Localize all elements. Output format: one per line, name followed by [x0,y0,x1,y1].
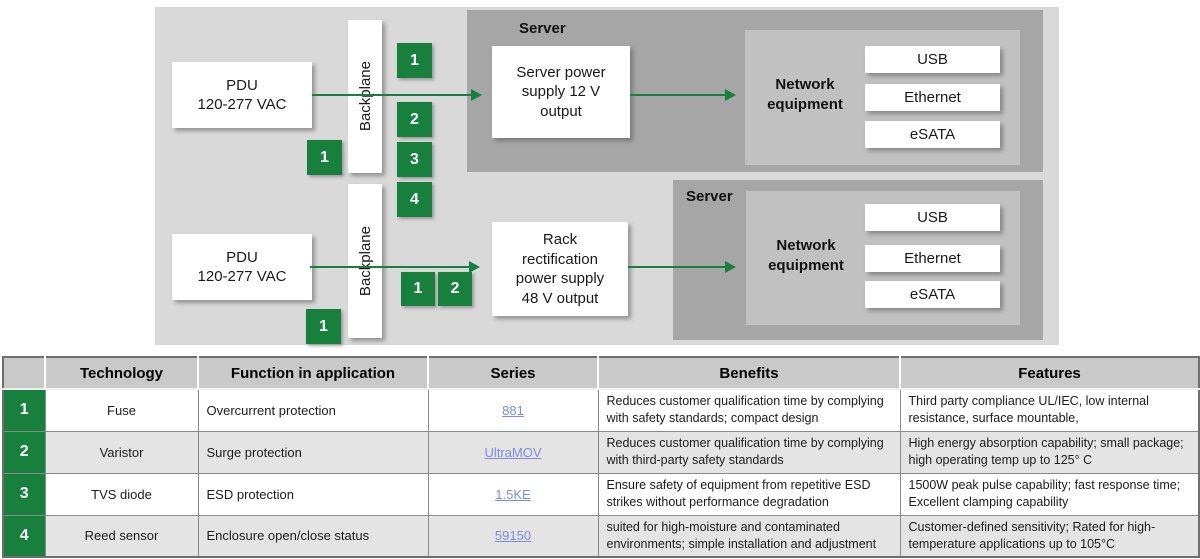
technology-cell: Fuse [44,388,199,432]
technology-cell: Varistor [44,430,199,474]
component-marker-3: 3 [397,142,432,177]
table-row: 3 TVS diode ESD protection 1.5KE Ensure … [2,472,1200,516]
column-header-function: Function in application [197,357,428,390]
diagram-panel: Server Network equipment USB Ethernet eS… [155,7,1059,345]
function-cell: ESD protection [197,472,429,516]
flow-arrow-supply-to-network-1 [630,89,736,101]
row-number: 4 [2,514,46,558]
series-link-15ke[interactable]: 1.5KE [495,486,531,502]
series-link-881[interactable]: 881 [502,402,524,418]
power-supply-box-2: Rack rectification power supply 48 V out… [492,222,628,316]
port-box-ethernet-1: Ethernet [865,84,1000,111]
function-cell: Surge protection [197,430,429,474]
column-header-benefits: Benefits [597,357,900,390]
series-cell: 881 [427,388,599,432]
benefits-cell: Reduces customer qualification time by c… [597,388,901,432]
function-cell: Enclosure open/close status [197,514,429,558]
server-label-1: Server [519,20,566,37]
component-marker-pdu-2: 1 [306,309,341,344]
network-equipment-label-2: Network equipment [768,237,844,275]
flow-arrow-pdu-to-supply-1 [312,89,482,101]
column-header-technology: Technology [44,357,198,390]
port-box-esata-1: eSATA [865,121,1000,148]
component-marker-4: 4 [397,182,432,217]
benefits-cell: Ensure safety of equipment from repetiti… [597,472,901,516]
component-marker-1: 1 [397,43,432,78]
backplane-2: Backplane [348,184,382,338]
features-cell: 1500W peak pulse capability; fast respon… [899,472,1200,516]
port-box-ethernet-2: Ethernet [865,245,1000,272]
table-row: 4 Reed sensor Enclosure open/close statu… [2,514,1200,558]
component-marker-2: 2 [397,102,432,137]
port-box-esata-2: eSATA [865,281,1000,308]
pdu-box-1: PDU 120-277 VAC [172,62,312,128]
technology-cell: TVS diode [44,472,199,516]
power-supply-box-1: Server power supply 12 V output [492,46,630,138]
row-number: 2 [2,430,46,474]
port-box-usb-1: USB [865,46,1000,73]
component-marker-pdu-1: 1 [307,140,342,175]
row-number: 3 [2,472,46,516]
benefits-cell: suited for high-moisture and contaminate… [597,514,901,558]
backplane-label-1: Backplane [356,61,374,132]
series-link-59150[interactable]: 59150 [494,528,532,544]
pdu-box-2: PDU 120-277 VAC [172,234,312,300]
features-cell: Third party compliance UL/IEC, low inter… [899,388,1200,432]
technology-cell: Reed sensor [44,514,199,558]
flow-arrow-supply-to-network-2 [628,261,736,273]
backplane-label-2: Backplane [356,225,374,297]
component-marker-line-1: 1 [401,272,435,306]
series-cell: 59150 [427,514,599,558]
table-row: 1 Fuse Overcurrent protection 881 Reduce… [2,388,1200,432]
series-cell: UltraMOV [427,430,599,474]
server-label-2: Server [686,188,733,205]
component-marker-line-2: 2 [438,272,472,306]
row-number: 1 [2,388,46,432]
column-header-number [3,357,45,390]
table-row: 2 Varistor Surge protection UltraMOV Red… [2,430,1200,474]
series-link-ultramov[interactable]: UltraMOV [484,444,542,460]
port-box-usb-2: USB [865,204,1000,231]
features-cell: Customer-defined sensitivity; Rated for … [899,514,1200,558]
function-cell: Overcurrent protection [197,388,429,432]
features-cell: High energy absorption capability; small… [899,430,1200,474]
flow-arrow-pdu-to-supply-2 [310,261,480,273]
components-table: Technology Function in application Serie… [2,356,1200,558]
column-header-features: Features [899,357,1199,390]
column-header-series: Series [427,357,598,390]
benefits-cell: Reduces customer qualification time by c… [597,430,901,474]
table-header-row: Technology Function in application Serie… [3,357,1199,390]
series-cell: 1.5KE [427,472,599,516]
network-equipment-label-1: Network equipment [767,76,843,114]
backplane-1: Backplane [348,20,382,173]
